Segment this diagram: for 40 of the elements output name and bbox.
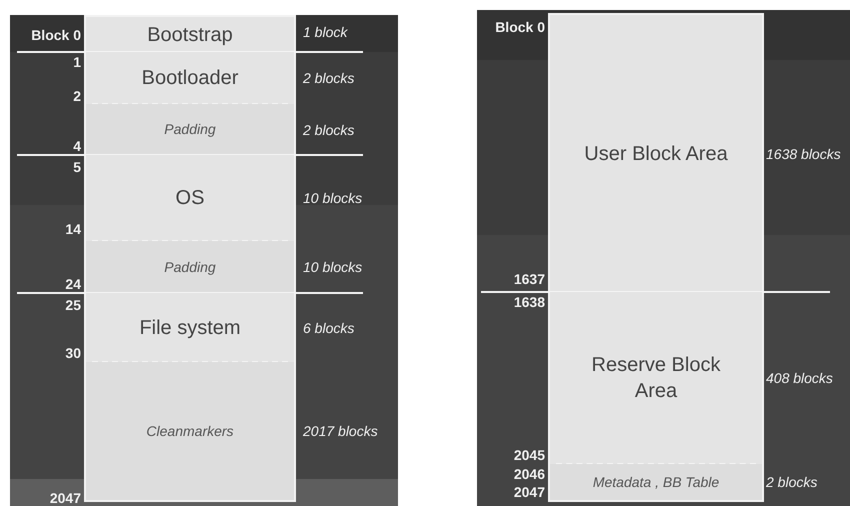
segment-label: Bootstrap [146, 22, 234, 48]
block-number: 2045 [514, 447, 545, 463]
segment-label: User Block Area [583, 142, 729, 166]
segment-label: Reserve Block Area [590, 353, 722, 404]
block-count: 2 blocks [303, 69, 354, 87]
block-number: 2047 [50, 490, 81, 506]
reserved-segment [86, 104, 294, 155]
block-number: Block 0 [31, 27, 81, 43]
block-count: 6 blocks [303, 318, 354, 336]
reserved-segment [86, 241, 294, 293]
block-number: 30 [65, 345, 81, 361]
block-number: 2046 [514, 466, 545, 482]
block-number: 2 [73, 88, 81, 104]
block-number: Block 0 [495, 19, 545, 35]
block-count: 408 blocks [766, 369, 833, 387]
block-count: 2 blocks [766, 473, 818, 491]
block-count: 2 blocks [303, 120, 354, 138]
block-number: 1637 [514, 271, 545, 287]
block-count: 10 blocks [303, 189, 362, 207]
block-count: 10 blocks [303, 258, 362, 276]
segment-label: File system [138, 316, 242, 340]
block-number: 1 [73, 54, 81, 70]
block-count: 1 block [303, 22, 348, 40]
block-number: 5 [73, 159, 81, 175]
block-number: 2047 [514, 484, 545, 500]
block-count: 1638 blocks [766, 144, 841, 162]
block-number: 1638 [514, 294, 545, 310]
segment-label: Cleanmarkers [145, 422, 235, 440]
block-number: 14 [65, 221, 81, 237]
segment-label: OS [174, 186, 206, 211]
block-number: 4 [73, 138, 81, 154]
reserved-segment [550, 464, 762, 500]
segment-label: Bootloader [140, 66, 240, 91]
block-number: 24 [65, 276, 81, 292]
segment-label: Metadata , BB Table [592, 472, 720, 492]
segment-label: Padding [163, 120, 217, 139]
reserved-segment [86, 362, 294, 500]
segment-label: Padding [163, 258, 217, 277]
block-number: 25 [65, 297, 81, 313]
block-count: 2017 blocks [303, 422, 378, 440]
